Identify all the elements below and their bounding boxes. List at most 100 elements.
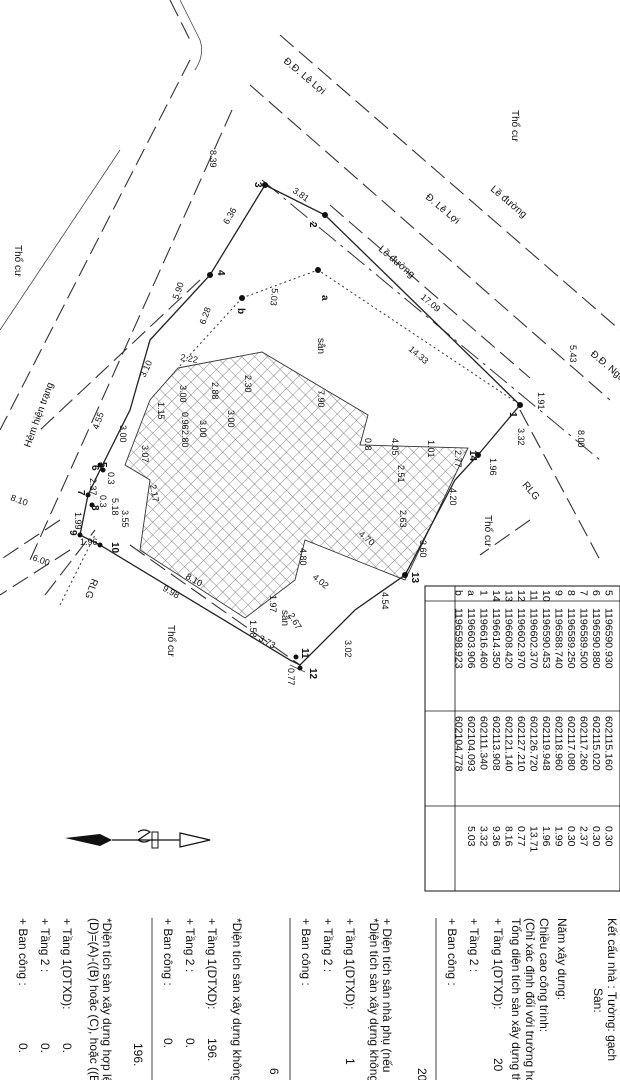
- svg-text:+ Ban công :: + Ban công :: [161, 918, 175, 986]
- point-8: 8: [89, 505, 100, 511]
- point-b: b: [235, 308, 246, 314]
- svg-text:3.73: 3.73: [257, 633, 277, 650]
- svg-text:4.20: 4.20: [448, 488, 458, 506]
- svg-text:+ Ban công :: + Ban công :: [16, 918, 30, 986]
- svg-text:4.55: 4.55: [90, 411, 105, 431]
- svg-text:3.60: 3.60: [418, 540, 428, 558]
- note-chieu-cao: Chiều cao công trình:: [537, 918, 551, 1032]
- street-curb-1: Lề đường: [488, 183, 529, 220]
- coord-point: 7: [578, 590, 590, 596]
- coord-y: 602113.908: [490, 716, 502, 771]
- svg-text:2.30: 2.30: [243, 375, 253, 393]
- street-curb-2: Lề đường: [376, 243, 417, 280]
- svg-text:5.90: 5.90: [170, 281, 185, 301]
- svg-text:+ Ban công :: + Ban công :: [445, 918, 459, 986]
- svg-text:3.00: 3.00: [198, 420, 208, 438]
- point-markers: [77, 182, 523, 671]
- svg-text:9.98: 9.98: [161, 583, 181, 600]
- svg-text:+ Tầng 1(DTXD):: + Tầng 1(DTXD):: [491, 918, 505, 1009]
- point-7: 7: [75, 490, 86, 496]
- svg-text:1.15: 1.15: [156, 402, 166, 420]
- svg-text:2.22: 2.22: [180, 352, 199, 365]
- svg-text:*Diện tích sàn xây dựng không: *Diện tích sàn xây dựng không: [230, 918, 244, 1080]
- coord-point: 10: [540, 590, 552, 602]
- svg-text:196.: 196.: [205, 1038, 219, 1061]
- point-3: 3: [252, 182, 263, 188]
- svg-text:1.96: 1.96: [80, 537, 98, 547]
- svg-text:4.54: 4.54: [380, 592, 390, 610]
- coord-distance: 1.99: [553, 826, 565, 847]
- coord-x: 1196602.970: [515, 608, 527, 669]
- svg-text:6: 6: [267, 1068, 281, 1075]
- point-1: 1: [507, 412, 518, 418]
- coord-y: 602126.720: [528, 716, 540, 772]
- svg-text:20: 20: [491, 1058, 505, 1072]
- svg-text:3.07: 3.07: [140, 445, 150, 463]
- svg-text:5.03: 5.03: [268, 288, 279, 306]
- point-10: 10: [109, 542, 120, 554]
- svg-text:8.10: 8.10: [9, 492, 29, 507]
- coord-distance: 1.96: [540, 826, 552, 847]
- alley-label: Hẻm hiện trạng: [22, 381, 56, 449]
- street-le-loi-mid: Đ. Lê Lợi: [423, 192, 462, 227]
- coord-point: 6: [590, 590, 602, 596]
- svg-text:2.17: 2.17: [148, 484, 161, 503]
- coord-x: 1196590.880: [590, 608, 602, 669]
- svg-text:3.02: 3.02: [343, 640, 353, 658]
- svg-text:*Diện tích sàn xây dựng không: *Diện tích sàn xây dựng không: [367, 918, 381, 1080]
- street-le-loi-top: Đ.Đ. Lê Lợi: [281, 56, 327, 97]
- coord-point: 13: [503, 590, 515, 602]
- coord-y: 602111.340: [478, 716, 490, 770]
- note-ket-cau: Kết cấu nhà : Tường: gạch: [605, 918, 619, 1061]
- coord-x: 1196614.350: [490, 608, 502, 669]
- svg-text:1.01: 1.01: [426, 440, 436, 458]
- coord-y: 602121.140: [503, 716, 515, 772]
- svg-text:+ Tầng 1(DTXD):: + Tầng 1(DTXD):: [205, 918, 219, 1009]
- note-chi-xac-dinh: (Chỉ xác định đối với trường hợp t: [523, 918, 537, 1080]
- building-footprint: [124, 351, 469, 619]
- point-a: a: [319, 295, 330, 301]
- coord-y: 602119.948: [540, 716, 552, 771]
- svg-text:2.63: 2.63: [398, 510, 408, 528]
- svg-text:3.81: 3.81: [291, 185, 311, 203]
- svg-text:2.37: 2.37: [88, 478, 98, 496]
- rlg-label-1: RLG: [520, 480, 542, 503]
- point-2: 2: [307, 222, 318, 228]
- svg-text:3.00: 3.00: [118, 425, 128, 443]
- svg-text:2.80: 2.80: [180, 430, 190, 448]
- coord-x: 1196598.923: [453, 608, 465, 669]
- coord-y: 602104.093: [465, 716, 477, 772]
- svg-text:*Diện tích sàn xây dựng hợp lệ: *Diện tích sàn xây dựng hợp lệ: [100, 918, 114, 1080]
- rlg-label-2: RLG: [82, 577, 99, 600]
- svg-text:0.3: 0.3: [98, 495, 108, 508]
- coord-y: 602115.160: [603, 716, 615, 771]
- coord-y: 602115.020: [590, 716, 602, 771]
- yard-label-bottom: sân: [279, 610, 290, 626]
- svg-text:0.: 0.: [38, 1043, 52, 1053]
- svg-text:1.91: 1.91: [536, 392, 546, 410]
- coord-distance: 13.71: [528, 826, 540, 852]
- coord-distance: 0.77: [515, 826, 527, 847]
- svg-text:196.: 196.: [131, 1043, 145, 1066]
- neighbor-label-bottom: Thổ cư: [165, 625, 177, 657]
- svg-text:0.8: 0.8: [363, 438, 373, 451]
- point-numbers: 1 2 3 4 5 6 7 8 9 10 11 12 13 14 a b: [67, 182, 518, 680]
- coord-y: 602117.080: [565, 716, 577, 771]
- neighbor-label-mid: Thổ cư: [482, 515, 494, 547]
- svg-text:6.28: 6.28: [197, 306, 212, 326]
- neighbor-label-left: Thổ cư: [12, 245, 24, 277]
- coord-y: 602127.210: [515, 716, 527, 772]
- point-13: 13: [409, 572, 420, 584]
- coord-distance: 0.30: [590, 826, 602, 847]
- svg-text:0.96: 0.96: [180, 412, 190, 430]
- coord-point: 9: [553, 590, 565, 596]
- coord-distance: 3.32: [478, 826, 490, 847]
- point-11: 11: [299, 648, 310, 659]
- svg-text:+ Diện tích sân nhà phụ (nếu: + Diện tích sân nhà phụ (nếu: [380, 918, 394, 1072]
- svg-text:7.90: 7.90: [316, 390, 326, 408]
- coord-distance: 0.30: [565, 826, 577, 847]
- svg-text:0.: 0.: [16, 1043, 30, 1053]
- coord-point: 5: [603, 590, 615, 596]
- coord-x: 1196602.370: [528, 608, 540, 669]
- svg-text:0.3: 0.3: [106, 472, 116, 485]
